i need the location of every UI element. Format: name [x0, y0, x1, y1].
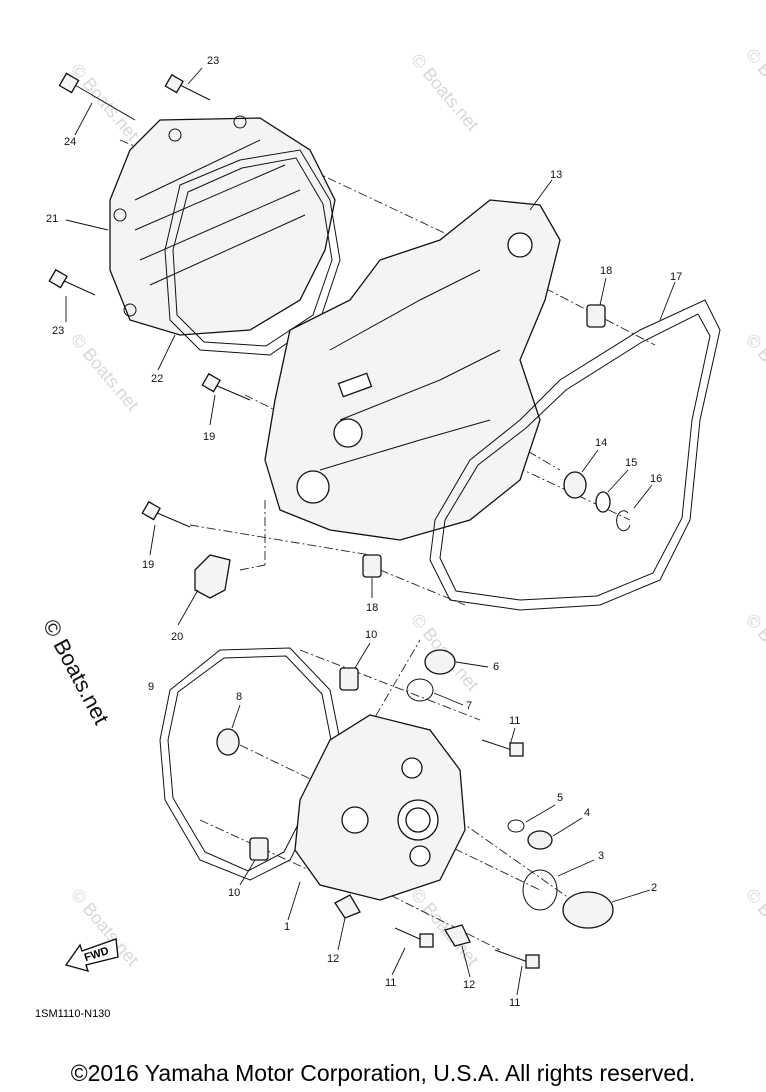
dowel-10: [249, 837, 269, 861]
clutch-cover-21: [109, 115, 336, 336]
callout-label: 1: [284, 921, 290, 933]
clip-12: [443, 924, 471, 947]
plug-2: [562, 891, 614, 929]
callout-label: 15: [625, 457, 637, 469]
callout-label: 7: [466, 700, 472, 712]
watermark-text: © Boats.net: [742, 610, 766, 695]
o-ring-7: [406, 678, 434, 702]
callout-label: 19: [203, 431, 215, 443]
diagram-code: 1SM1110-N130: [35, 1008, 111, 1020]
callout-label: 24: [64, 136, 76, 148]
callout-label: 20: [171, 631, 183, 643]
callout-label: 17: [670, 271, 682, 283]
watermark-text: © Boats.net: [742, 885, 766, 970]
callout-label: 22: [151, 373, 163, 385]
leader-lines: [65, 67, 676, 996]
callout-label: 4: [584, 807, 590, 819]
callout-label: 10: [365, 629, 377, 641]
o-ring-5: [507, 819, 525, 833]
callout-label: 18: [366, 602, 378, 614]
callout-label: 11: [385, 977, 396, 989]
bolt-11: [494, 949, 540, 969]
washer-15: [595, 491, 611, 513]
callout-label: 19: [142, 559, 154, 571]
cap-6: [424, 649, 456, 675]
dowel-10: [339, 667, 359, 691]
fwd-arrow-icon: FWD: [64, 938, 119, 973]
bolt-23: [164, 73, 211, 101]
crankcase-cover-1: [294, 714, 466, 901]
callout-label: 8: [236, 691, 242, 703]
crankcase-cover-13: [264, 199, 561, 541]
upper-small-parts: [48, 72, 631, 599]
callout-label: 9: [148, 681, 154, 693]
bolt-19: [201, 372, 251, 401]
watermark-text: © Boats.net: [407, 885, 483, 970]
dowel-18: [362, 554, 382, 578]
bolt-11: [481, 739, 524, 757]
oil-seal-14: [563, 471, 587, 499]
watermark-text: © Boats.net: [742, 330, 766, 415]
bolt-23: [48, 268, 96, 296]
bolt-11: [394, 927, 434, 948]
callout-label: 12: [327, 953, 339, 965]
plug-4: [527, 830, 553, 850]
callout-label: 18: [600, 265, 612, 277]
callout-label: 5: [557, 792, 563, 804]
bolt-24: [58, 72, 136, 121]
callout-label: 10: [228, 887, 240, 899]
dowel-18: [586, 304, 606, 328]
callout-label: 3: [598, 850, 604, 862]
callout-label: 16: [650, 473, 662, 485]
callout-label: 13: [550, 169, 562, 181]
clip-12: [334, 894, 361, 919]
oil-seal-8: [216, 728, 240, 756]
watermark-text: © Boats.net: [67, 330, 143, 415]
clamp-20: [194, 554, 231, 599]
callout-label: 11: [509, 715, 520, 727]
callout-label: 14: [595, 437, 607, 449]
gasket-17: [429, 299, 721, 611]
lower-small-parts: [216, 649, 614, 969]
circlip-16: [616, 510, 631, 532]
o-ring-3: [522, 869, 558, 911]
callout-label: 6: [493, 661, 499, 673]
callout-label: 23: [207, 55, 219, 67]
bolt-19: [141, 500, 191, 528]
callout-label: 23: [52, 325, 64, 337]
callout-label: 11: [509, 997, 520, 1009]
watermark-text: © Boats.net: [742, 45, 766, 130]
callouts: 23 24 21 23 22 13 18 17 19 14 15 16 19 1…: [46, 55, 682, 1009]
callout-label: 12: [463, 979, 475, 991]
callout-label: 2: [651, 882, 657, 894]
copyright-notice: ©2016 Yamaha Motor Corporation, U.S.A. A…: [70, 1060, 696, 1086]
watermark-text: © Boats.net: [407, 50, 483, 135]
callout-label: 21: [46, 213, 58, 225]
